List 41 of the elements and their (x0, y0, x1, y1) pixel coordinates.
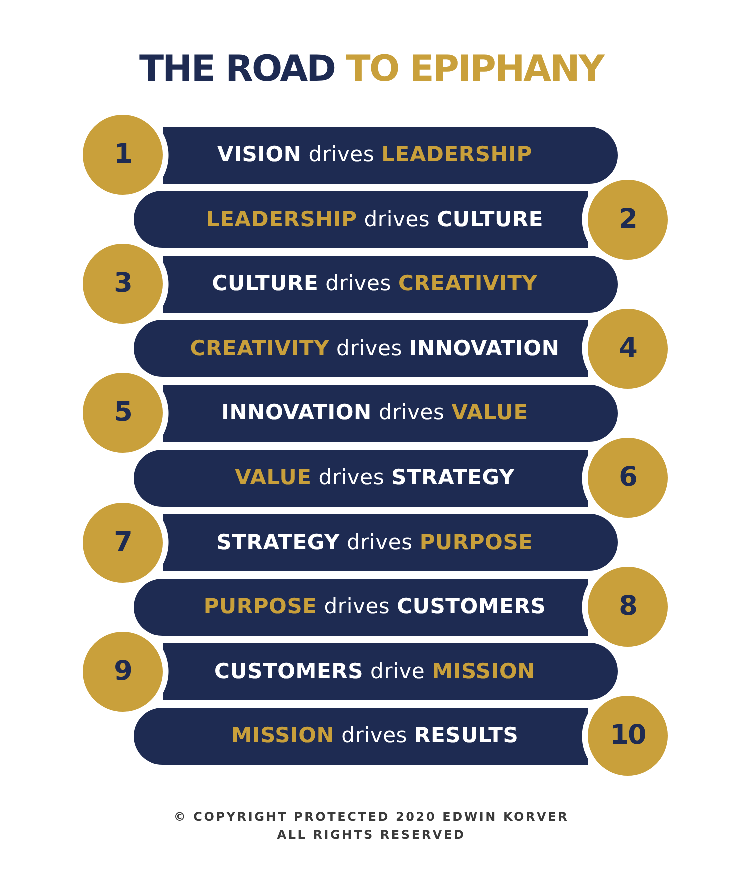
step-text: LEADERSHIP drives CULTURE (206, 207, 544, 232)
number-circle (83, 244, 163, 324)
step-banner (163, 126, 618, 184)
step-number: 7 (114, 528, 132, 558)
step-text: VISION drives LEADERSHIP (218, 142, 532, 168)
step-text: CUSTOMERS drive MISSION (214, 659, 536, 684)
step-banner (163, 384, 618, 442)
step-banner (163, 256, 618, 313)
step-number: 1 (114, 140, 132, 170)
step-number: 9 (114, 656, 132, 687)
step-number: 4 (619, 334, 637, 364)
step-banner (134, 450, 588, 506)
number-circle (83, 632, 163, 712)
step-text: MISSION drives RESULTS (231, 724, 519, 749)
step-number: 2 (619, 204, 637, 235)
title: THE ROAD TO EPIPHANY (138, 48, 606, 92)
step-banner (134, 320, 588, 378)
number-circle (83, 502, 163, 583)
number-circle (83, 373, 163, 454)
step-text: PURPOSE drives CUSTOMERS (204, 594, 546, 620)
step-banner (134, 708, 588, 765)
step-number: 8 (619, 592, 637, 622)
number-circle (588, 180, 668, 260)
number-circle (588, 438, 668, 518)
step-banner (134, 578, 588, 636)
step-text: CULTURE drives CREATIVITY (212, 272, 538, 297)
step-banner (134, 191, 588, 248)
step-number: 5 (114, 398, 132, 428)
step-banner (163, 643, 618, 700)
step-text: STRATEGY drives PURPOSE (216, 530, 534, 556)
copyright-text: © COPYRIGHT PROTECTED 2020 EDWIN KORVER (172, 809, 570, 825)
step-text: INNOVATION drives VALUE (222, 400, 528, 426)
step-text: VALUE drives STRATEGY (235, 466, 515, 490)
number-circle (588, 567, 668, 648)
number-circle (588, 308, 668, 389)
step-text: CREATIVITY drives INNOVATION (190, 336, 560, 362)
step-banner (163, 514, 618, 572)
step-number: 6 (619, 463, 637, 493)
step-number: 10 (610, 721, 646, 752)
copyright-text: ALL RIGHTS RESERVED (276, 827, 467, 843)
step-number: 3 (114, 269, 132, 300)
